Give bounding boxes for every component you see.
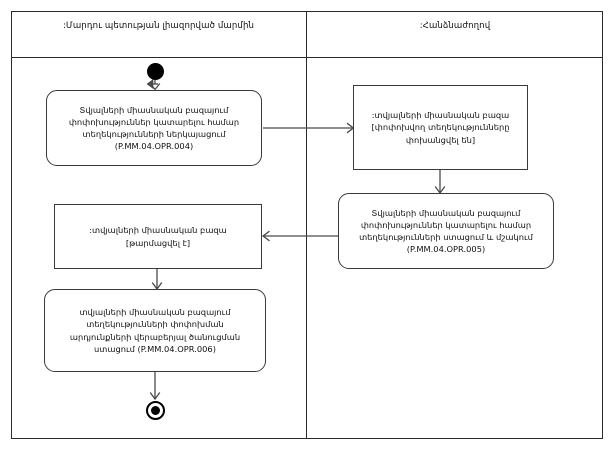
object-node-transferred-label: :տվյալների միասնական բազա [փոփոխվող տեղե…	[371, 110, 510, 145]
action-node-opr-004-label: Տվյալների միասնական բազայում փոփոխությու…	[68, 104, 240, 152]
object-node-updated-label: :տվյալների միասնական բազա [թարմացվել է]	[89, 225, 227, 248]
lane-vertical-divider	[306, 11, 307, 439]
initial-node	[147, 63, 164, 80]
lane-title-right: :Հանձնաժողով	[419, 21, 491, 31]
lane-title-left: :Մարդու պետության լիազորված մարմին	[62, 21, 255, 31]
object-node-transferred[interactable]: :տվյալների միասնական բազա [փոփոխվող տեղե…	[353, 85, 528, 170]
action-node-opr-006[interactable]: տվյալների միասնական բազայում տեղեկությու…	[44, 289, 266, 372]
action-node-opr-006-label: տվյալների միասնական բազայում տեղեկությու…	[69, 307, 241, 354]
action-node-opr-005-label: Տվյալների միասնական բազայում փոփոխությու…	[359, 207, 533, 255]
action-node-opr-005[interactable]: Տվյալների միասնական բազայում փոփոխությու…	[338, 193, 554, 269]
object-node-updated[interactable]: :տվյալների միասնական բազա [թարմացվել է]	[54, 204, 262, 269]
final-node	[146, 401, 165, 420]
lane-header-divider	[11, 57, 603, 58]
action-node-opr-004[interactable]: Տվյալների միասնական բազայում փոփոխությու…	[46, 90, 262, 166]
